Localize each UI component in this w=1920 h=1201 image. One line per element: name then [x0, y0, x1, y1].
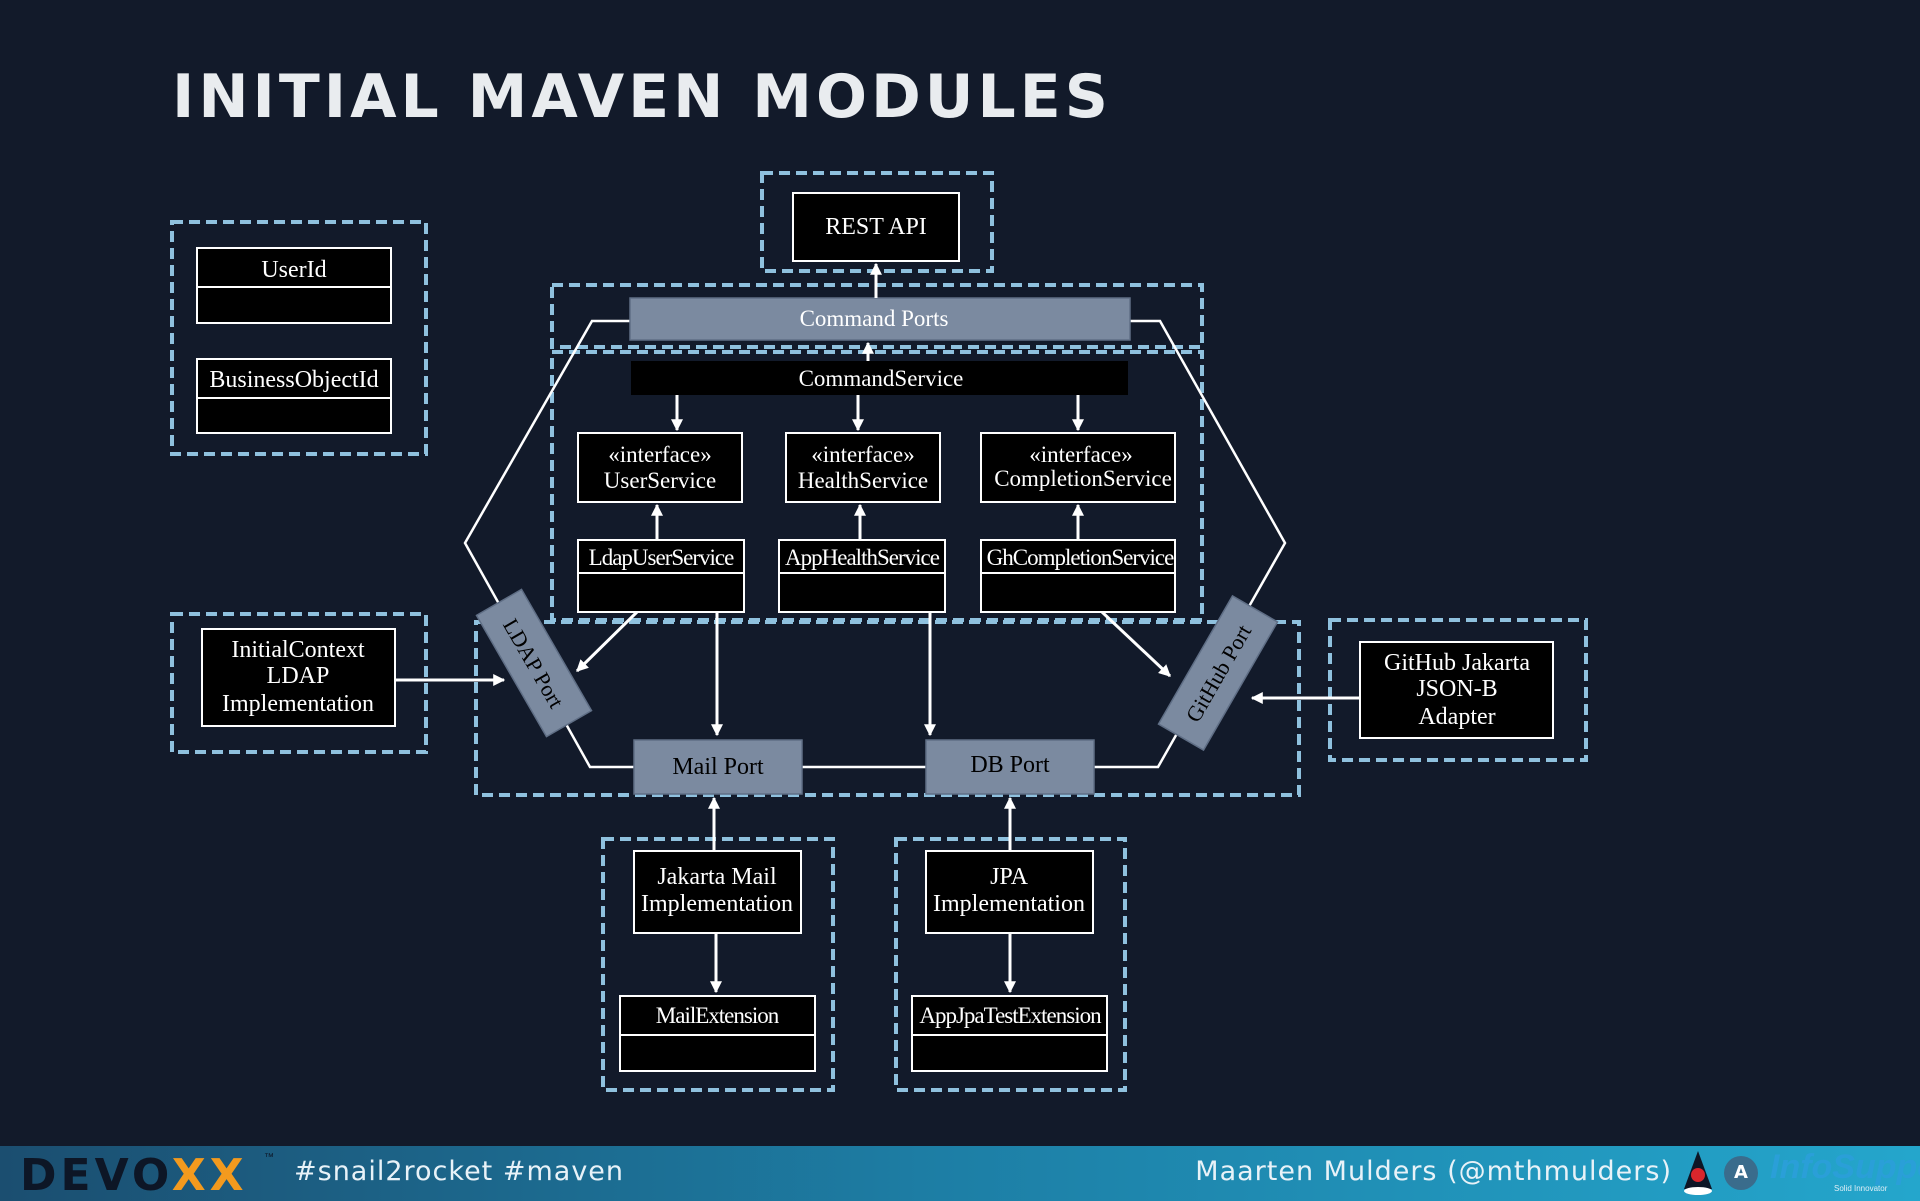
user-service-label: UserService	[604, 468, 716, 493]
slide-title: INITIAL MAVEN MODULES	[172, 62, 1112, 132]
rest-api-box	[792, 192, 960, 262]
user-id-box	[196, 247, 392, 324]
user-service-box	[577, 432, 743, 503]
devoxx-logo: DEVOXX	[20, 1150, 248, 1201]
app-health-service-label: AppHealthService	[785, 545, 940, 570]
module-boundary-github	[1328, 618, 1588, 762]
ldap-user-service-box	[577, 539, 745, 613]
initial-context-ldap-line3: Implementation	[222, 691, 374, 717]
completion-service-box	[980, 432, 1176, 503]
footer-bar: DEVOXX ™ #snail2rocket #maven Maarten Mu…	[0, 1146, 1920, 1201]
jpa-line2: Implementation	[933, 891, 1085, 917]
a-badge-icon: A	[1724, 1156, 1758, 1190]
initial-context-ldap-box	[201, 628, 396, 727]
gh-completion-service-label: GhCompletionService	[987, 545, 1174, 570]
command-ports-label: Command Ports	[800, 306, 949, 331]
github-adapter-line3: Adapter	[1418, 704, 1495, 730]
module-boundary-jpa	[894, 837, 1127, 1092]
user-service-stereotype: «interface»	[608, 442, 711, 467]
gh-completion-service-box	[980, 539, 1176, 613]
db-port-label: DB Port	[970, 752, 1050, 778]
module-boundary-mail	[601, 837, 835, 1092]
footer-speaker: Maarten Mulders (@mthmulders)	[1195, 1156, 1672, 1187]
mail-port-label: Mail Port	[672, 754, 764, 780]
command-service-label: CommandService	[799, 366, 964, 391]
duke-mascot-icon	[1684, 1151, 1712, 1195]
jpa-box	[925, 850, 1094, 934]
command-service-box	[631, 361, 1128, 395]
jakarta-mail-line1: Jakarta Mail	[657, 864, 777, 890]
mail-extension-box	[619, 995, 816, 1072]
github-adapter-line1: GitHub Jakarta	[1384, 650, 1530, 676]
health-service-box	[785, 432, 941, 503]
devoxx-trademark: ™	[264, 1152, 274, 1163]
business-object-id-label: BusinessObjectId	[209, 367, 378, 393]
rest-api-label: REST API	[825, 214, 927, 240]
health-service-stereotype: «interface»	[811, 442, 914, 467]
business-object-id-box	[196, 358, 392, 434]
health-service-label: HealthService	[798, 468, 928, 493]
app-jpa-test-extension-box	[911, 995, 1108, 1072]
footer-hashtags: #snail2rocket #maven	[294, 1156, 625, 1187]
module-boundary-ldap	[170, 612, 428, 754]
initial-context-ldap-line2: LDAP	[267, 663, 330, 689]
github-adapter-line2: JSON-B	[1416, 676, 1497, 702]
ldap-port: LDAP Port	[475, 588, 593, 738]
arrow-gh-completion-service-to-github-port	[1100, 610, 1172, 678]
hexagon-outline	[463, 319, 1287, 769]
devoxx-logo-x: XX	[171, 1150, 248, 1201]
ldap-user-service-label: LdapUserService	[589, 545, 734, 570]
jakarta-mail-line2: Implementation	[641, 891, 793, 917]
infosupport-logo: InfoSupport	[1770, 1148, 1920, 1186]
app-jpa-test-extension-label: AppJpaTestExtension	[919, 1003, 1102, 1028]
initial-context-ldap-line1: InitialContext	[231, 637, 365, 663]
completion-service-label: CompletionService	[994, 466, 1172, 491]
devoxx-logo-devo: DEVO	[20, 1150, 172, 1201]
command-ports	[629, 297, 1131, 341]
jpa-line1: JPA	[990, 864, 1028, 890]
github-adapter-box	[1359, 641, 1554, 739]
architecture-diagram: Command Ports LDAP Port GitHub Port Mail…	[170, 171, 1588, 1092]
mail-extension-label: MailExtension	[656, 1003, 780, 1028]
completion-service-stereotype: «interface»	[1029, 442, 1132, 467]
db-port	[925, 739, 1095, 795]
infosupport-tagline: Solid Innovator	[1834, 1184, 1888, 1193]
module-boundary-domain	[474, 620, 1301, 797]
app-health-service-box	[778, 539, 946, 613]
mail-port	[633, 739, 803, 795]
module-boundary-ids	[170, 220, 428, 456]
user-id-label: UserId	[261, 257, 326, 283]
arrow-ldap-user-service-to-ldap-port	[575, 610, 639, 673]
jakarta-mail-box	[633, 850, 802, 934]
